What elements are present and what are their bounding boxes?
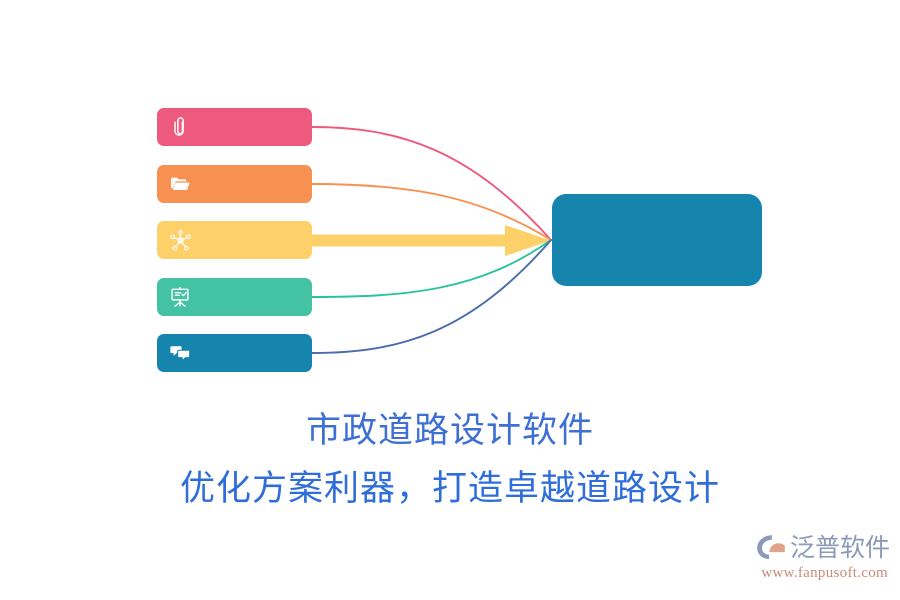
logo-row: 泛普软件 <box>750 530 890 564</box>
network-hub-icon <box>165 227 195 253</box>
caption-block: 市政道路设计软件 优化方案利器，打造卓越道路设计 <box>0 410 900 512</box>
connector-documents <box>311 183 552 241</box>
brand-wordmark: 泛普软件 <box>789 532 890 562</box>
connector-layer <box>311 126 552 354</box>
connector-attachment <box>311 126 552 241</box>
source-pill-documents[interactable] <box>157 165 312 203</box>
brand-url: www.fanpusoft.com <box>761 565 888 581</box>
source-pill-attachment[interactable] <box>157 108 312 146</box>
source-pill-messaging[interactable] <box>157 334 312 372</box>
fanpu-leaf-logo-icon <box>755 532 787 562</box>
watermark-logo: 泛普软件 www.fanpusoft.com <box>750 530 890 588</box>
connector-messaging <box>311 239 552 354</box>
page-subtitle: 优化方案利器，打造卓越道路设计 <box>179 468 720 509</box>
folder-icon <box>165 171 195 197</box>
source-pill-presentation[interactable] <box>157 278 312 316</box>
presentation-board-icon <box>165 284 195 310</box>
paperclip-icon <box>165 114 195 140</box>
diagram-canvas <box>157 108 762 372</box>
target-node[interactable] <box>552 194 762 286</box>
connector-network-arrow <box>312 225 551 256</box>
chat-bubbles-icon <box>165 340 195 366</box>
page-title: 市政道路设计软件 <box>305 411 594 451</box>
connector-presentation <box>311 239 552 298</box>
source-pill-network[interactable] <box>157 221 312 259</box>
